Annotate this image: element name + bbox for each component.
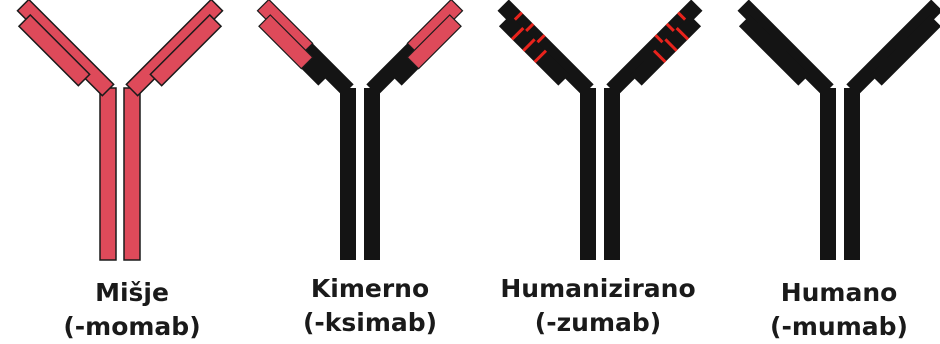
cdr-stripe bbox=[533, 49, 548, 64]
human-antibody-icon bbox=[737, 0, 940, 260]
right-arm bbox=[16, 0, 115, 97]
heavy-chain-stem bbox=[604, 88, 620, 260]
light-chain-arm bbox=[258, 14, 330, 86]
heavy-chain-arm bbox=[846, 0, 940, 96]
left-arm bbox=[846, 0, 940, 96]
antibody-name: Mišje bbox=[95, 278, 169, 307]
antibody-suffix: (-momab) bbox=[63, 312, 201, 341]
heavy-chain-arm bbox=[606, 0, 703, 96]
heavy-chain-segment bbox=[846, 0, 940, 96]
antibody-name: Humanizirano bbox=[500, 274, 696, 303]
light-chain-segment bbox=[149, 13, 223, 87]
variable-region-mouse bbox=[406, 14, 462, 70]
antibody-suffix: (-mumab) bbox=[770, 312, 908, 341]
heavy-chain-segment bbox=[16, 0, 115, 97]
cdr-stripe bbox=[510, 26, 525, 41]
mouse-antibody-label: Mišje (-momab) bbox=[17, 276, 247, 344]
variable-region-mouse bbox=[258, 14, 314, 70]
chimeric-antibody-label: Kimerno (-ksimab) bbox=[255, 272, 485, 340]
right-arm bbox=[737, 0, 834, 96]
light-chain-segment bbox=[630, 14, 702, 86]
heavy-chain-arm bbox=[256, 0, 354, 96]
heavy-chain-segment bbox=[606, 0, 703, 96]
heavy-chain-stem bbox=[364, 88, 380, 260]
light-chain-segment bbox=[738, 14, 810, 86]
heavy-chain-arm bbox=[16, 0, 115, 97]
light-chain-arm bbox=[498, 14, 570, 86]
left-arm bbox=[125, 0, 224, 97]
humanized-antibody-icon bbox=[497, 0, 703, 260]
chimeric-antibody-icon bbox=[256, 0, 464, 260]
antibody-suffix: (-ksimab) bbox=[302, 308, 438, 337]
heavy-chain-arm bbox=[125, 0, 224, 97]
light-chain-segment bbox=[870, 14, 940, 86]
light-chain-arm bbox=[149, 13, 223, 87]
antibody-suffix: (-zumab) bbox=[534, 308, 662, 337]
mouse-antibody-icon bbox=[16, 0, 224, 261]
heavy-chain-segment bbox=[497, 0, 594, 96]
human-antibody-label: Humano (-mumab) bbox=[724, 276, 940, 344]
antibody-name: Kimerno bbox=[310, 274, 430, 303]
heavy-chain-segment bbox=[125, 0, 224, 97]
cdr-stripe bbox=[675, 26, 690, 41]
heavy-chain-stem bbox=[99, 87, 117, 261]
light-chain-arm bbox=[738, 14, 810, 86]
cdr-stripe bbox=[522, 38, 536, 52]
heavy-chain-arm bbox=[497, 0, 594, 96]
heavy-chain-arm bbox=[366, 0, 464, 96]
right-arm bbox=[497, 0, 594, 96]
antibody-types-diagram bbox=[16, 0, 940, 261]
heavy-chain-stem bbox=[844, 88, 860, 260]
light-chain-arm bbox=[390, 14, 462, 86]
left-arm bbox=[366, 0, 464, 96]
cdr-stripe bbox=[664, 38, 678, 52]
light-chain-segment bbox=[498, 14, 570, 86]
heavy-chain-segment bbox=[737, 0, 834, 96]
cdr-stripe bbox=[652, 49, 667, 64]
light-chain-arm bbox=[870, 14, 940, 86]
humanized-antibody-label: Humanizirano (-zumab) bbox=[483, 272, 713, 340]
heavy-chain-stem bbox=[820, 88, 836, 260]
light-chain-arm bbox=[630, 14, 702, 86]
left-arm bbox=[606, 0, 703, 96]
right-arm bbox=[256, 0, 354, 96]
heavy-chain-stem bbox=[123, 87, 141, 261]
heavy-chain-stem bbox=[340, 88, 356, 260]
light-chain-arm bbox=[17, 13, 91, 87]
light-chain-segment bbox=[17, 13, 91, 87]
heavy-chain-stem bbox=[580, 88, 596, 260]
antibody-name: Humano bbox=[780, 278, 898, 307]
heavy-chain-arm bbox=[737, 0, 834, 96]
